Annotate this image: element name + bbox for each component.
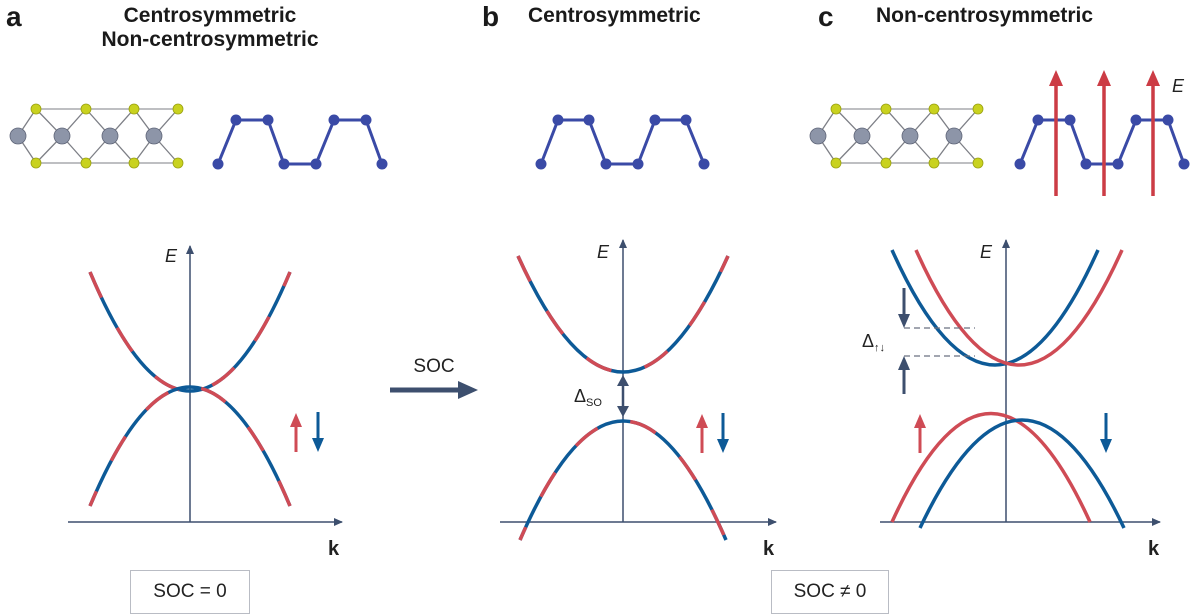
soc-arrow-label: SOC — [413, 356, 454, 377]
axes-c — [880, 239, 1161, 526]
energy-axis-label-b: E — [597, 242, 610, 262]
momentum-axis-label-b: k — [763, 538, 775, 560]
panel-c-title: Non-centrosymmetric — [876, 4, 1094, 27]
mx2-lattice-c — [809, 103, 984, 169]
momentum-axis-label-a: k — [328, 538, 340, 560]
bands-a — [88, 271, 292, 507]
spin-split-label: Δ↑↓ — [862, 331, 885, 354]
panel-a-title-line2: Non-centrosymmetric — [101, 28, 319, 52]
energy-axis-label-a: E — [165, 246, 178, 266]
buckled-chain-a — [212, 114, 388, 170]
axes-b — [500, 239, 777, 526]
bands-b — [516, 255, 730, 541]
field-label: E — [1172, 76, 1185, 96]
panel-c-letter: c — [818, 1, 834, 32]
bands-c — [890, 249, 1126, 529]
spin-arrows-a — [290, 412, 324, 452]
buckled-chain-b — [535, 114, 710, 170]
soc-nonzero-box: SOC ≠ 0 — [771, 570, 889, 614]
spin-orbit-gap-arrow — [617, 375, 629, 417]
momentum-axis-label-c: k — [1148, 538, 1160, 560]
mx2-lattice-a — [9, 103, 184, 169]
energy-axis-label-c: E — [980, 242, 993, 262]
panel-a-letter: a — [6, 1, 22, 32]
panel-b-title: Centrosymmetric — [528, 4, 701, 27]
soc-zero-box: SOC = 0 — [130, 570, 250, 614]
panel-b-letter: b — [482, 1, 500, 32]
electric-field-arrows — [1049, 70, 1160, 196]
soc-transition-arrow — [390, 381, 478, 399]
spin-arrows-c — [914, 413, 1112, 453]
spin-split-indicator — [898, 288, 975, 394]
panel-a-title-line1: Centrosymmetric — [123, 4, 297, 27]
buckled-chain-c — [1014, 114, 1190, 170]
spin-arrows-b — [696, 413, 729, 453]
spin-orbit-gap-label: ΔSO — [574, 386, 602, 409]
axes-a — [68, 245, 343, 526]
panel-a-title: Centrosymmetric Non-centrosymmetric — [70, 4, 350, 52]
